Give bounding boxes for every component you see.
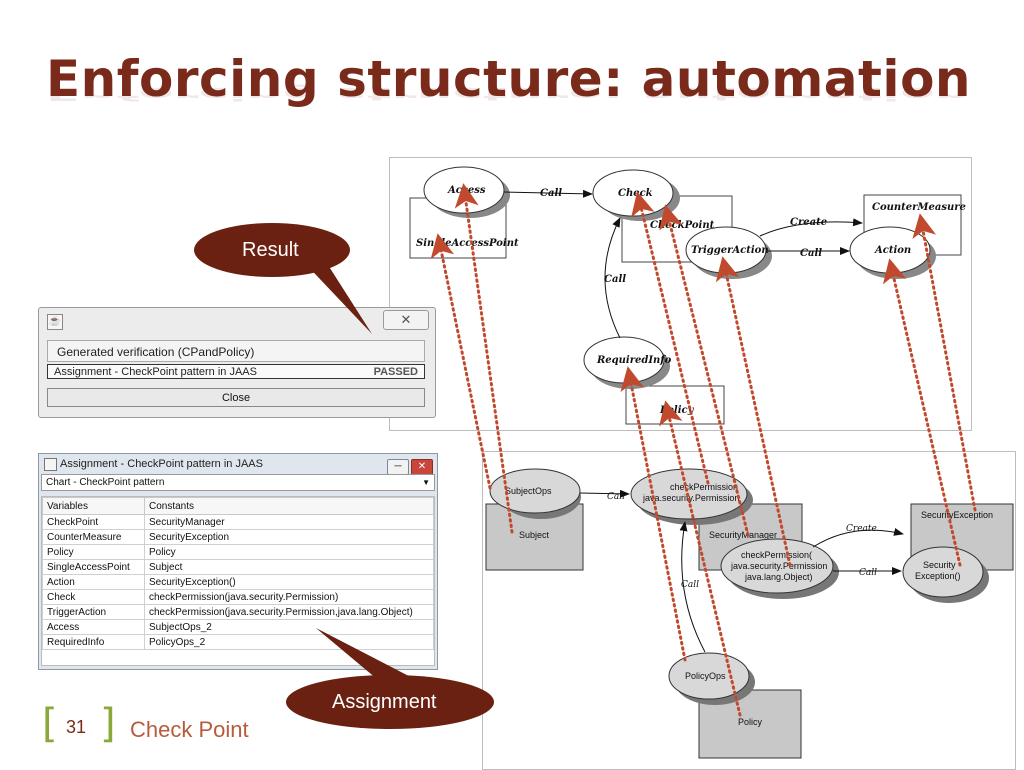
mapping-arrow xyxy=(883,258,962,567)
chart-select[interactable]: Chart - CheckPoint pattern ▼ xyxy=(41,474,435,491)
footer-text: Check Point xyxy=(130,717,249,742)
impl-edge-label-call2: Call xyxy=(859,568,877,578)
right-bracket: ] xyxy=(100,701,116,747)
left-bracket: [ xyxy=(42,701,58,747)
minimize-button[interactable]: ─ xyxy=(387,459,409,475)
node-label-secexc-b: Exception() xyxy=(915,571,961,581)
node-label-policyops: PolicyOps xyxy=(685,671,726,681)
node-label-checkperm2-b: java.security.Permission xyxy=(730,561,827,571)
table-header-row: Variables Constants xyxy=(42,497,434,515)
impl-edge-label-call3: Call xyxy=(681,580,699,590)
generated-verification-label: Generated verification (CPandPolicy) xyxy=(47,340,425,362)
assignment-callout-text: Assignment xyxy=(332,691,437,713)
java-icon: ☕ xyxy=(47,314,63,330)
node-label-checkperm-a: checkPermission xyxy=(670,482,738,492)
slide-title: Enforcing structure: automation xyxy=(46,50,972,108)
impl-edge-label-call1: Call xyxy=(607,492,625,502)
impl-edge-label-create: Create xyxy=(846,524,877,534)
edge-label-call3: Call xyxy=(604,274,626,285)
mapping-arrow xyxy=(430,233,492,490)
result-callout xyxy=(194,223,372,334)
class-label-secmgr: SecurityManager xyxy=(709,530,777,540)
mapping-arrow xyxy=(659,400,742,717)
assignment-window: Assignment - CheckPoint pattern in JAAS … xyxy=(38,453,438,670)
result-callout-text: Result xyxy=(242,239,299,261)
node-label-checkperm2-a: checkPermission( xyxy=(741,550,812,560)
assignment-window-title: Assignment - CheckPoint pattern in JAAS xyxy=(60,458,263,470)
dialog-titlebar: ☕ ✕ xyxy=(39,308,435,334)
class-label-policy-impl: Policy xyxy=(738,717,763,727)
cell-constant: PolicyOps_2 xyxy=(144,634,434,650)
edge-label-call1: Call xyxy=(540,188,562,199)
class-label-secexception: SecurityException xyxy=(921,510,993,520)
mapping-arrow xyxy=(659,204,750,537)
close-button[interactable]: Close xyxy=(47,388,425,407)
class-label-single: SingleAccessPoint xyxy=(416,238,519,249)
mapping-arrow xyxy=(631,191,710,485)
column-header-variables[interactable]: Variables xyxy=(42,497,145,515)
verification-status: PASSED xyxy=(373,366,418,378)
assignment-callout xyxy=(286,628,494,729)
verification-result-row[interactable]: Assignment - CheckPoint pattern in JAAS … xyxy=(47,364,425,379)
node-label-secexc-a: Security xyxy=(923,560,956,570)
verification-assignment: Assignment - CheckPoint pattern in JAAS xyxy=(54,366,257,378)
node-label-action: Action xyxy=(874,245,911,256)
class-label-subject: Subject xyxy=(519,530,550,540)
java-icon xyxy=(44,457,57,471)
page-number: 31 xyxy=(66,717,87,737)
node-label-trigger: TriggerAction xyxy=(691,245,769,256)
node-label-required: RequiredInfo xyxy=(596,355,672,366)
column-header-constants[interactable]: Constants xyxy=(144,497,434,515)
dialog-close-button[interactable]: ✕ xyxy=(383,310,429,330)
chart-select-value: Chart - CheckPoint pattern xyxy=(46,477,165,488)
mapping-arrow xyxy=(620,366,687,662)
node-label-checkperm2-c: java.lang.Object) xyxy=(744,572,813,582)
node-label-checkperm-b: java.security.Permission xyxy=(642,493,739,503)
edge-label-call2: Call xyxy=(800,248,822,259)
class-label-counter: CounterMeasure xyxy=(872,202,966,213)
mapping-arrow xyxy=(912,213,977,512)
node-secexc xyxy=(902,546,984,598)
mapping-arrow xyxy=(715,256,792,567)
node-checkperm2 xyxy=(720,538,834,594)
dropdown-arrow-icon: ▼ xyxy=(422,478,430,487)
edge-label-create: Create xyxy=(790,217,827,228)
verification-dialog: ☕ ✕ Generated verification (CPandPolicy)… xyxy=(38,307,436,418)
mapping-arrow xyxy=(454,183,514,534)
node-subjectops xyxy=(489,468,581,514)
assignment-titlebar: Assignment - CheckPoint pattern in JAAS … xyxy=(39,454,437,475)
node-label-subjectops: SubjectOps xyxy=(505,486,552,496)
